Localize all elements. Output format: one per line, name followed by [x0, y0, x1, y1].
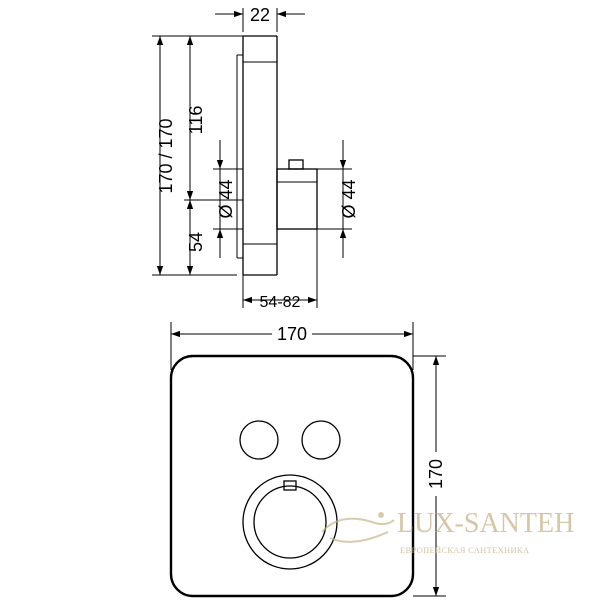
watermark: LUX-SANTEH ЕВРОПЕЙСКАЯ САНТЕХНИКА: [321, 508, 574, 555]
dim-front-170-width-label: 170: [277, 324, 307, 344]
dim-22-label: 22: [250, 5, 270, 25]
dim-diameter-left: Ø 44: [213, 140, 243, 258]
button-right: [301, 420, 341, 460]
watermark-brand: LUX-SANTEH: [397, 508, 574, 539]
dim-170-170-label: 170 / 170: [156, 118, 176, 193]
side-plate: [236, 35, 278, 276]
dim-diameter-44-left-label: Ø 44: [216, 179, 236, 218]
front-view: 170 170: [169, 322, 446, 598]
dim-depth-range: 54-82: [242, 229, 318, 311]
side-view: 22 170 / 170 116 54 Ø 44: [152, 5, 359, 311]
dim-54-label: 54: [186, 232, 206, 252]
dim-diameter-44-right-label: Ø 44: [339, 179, 359, 218]
button-left: [239, 420, 279, 460]
side-valve-body: [276, 159, 318, 230]
dim-upper-height: 116: [184, 36, 243, 201]
dim-front-width: 170: [170, 322, 414, 370]
dim-width-top: 22: [215, 5, 305, 32]
dim-diameter-right: Ø 44: [317, 140, 359, 258]
dim-front-170-height-label: 170: [426, 459, 446, 489]
dim-total-height: 170 / 170: [152, 35, 243, 276]
thermostat-knob: [242, 474, 338, 570]
front-plate: [169, 354, 415, 598]
dim-front-height: 170: [413, 355, 446, 597]
watermark-logo-icon: [321, 512, 395, 543]
dim-54-82-label: 54-82: [260, 294, 301, 311]
watermark-tagline: ЕВРОПЕЙСКАЯ САНТЕХНИКА: [400, 545, 530, 555]
dim-lower-height: 54: [186, 200, 206, 275]
dim-116-label: 116: [186, 106, 206, 135]
